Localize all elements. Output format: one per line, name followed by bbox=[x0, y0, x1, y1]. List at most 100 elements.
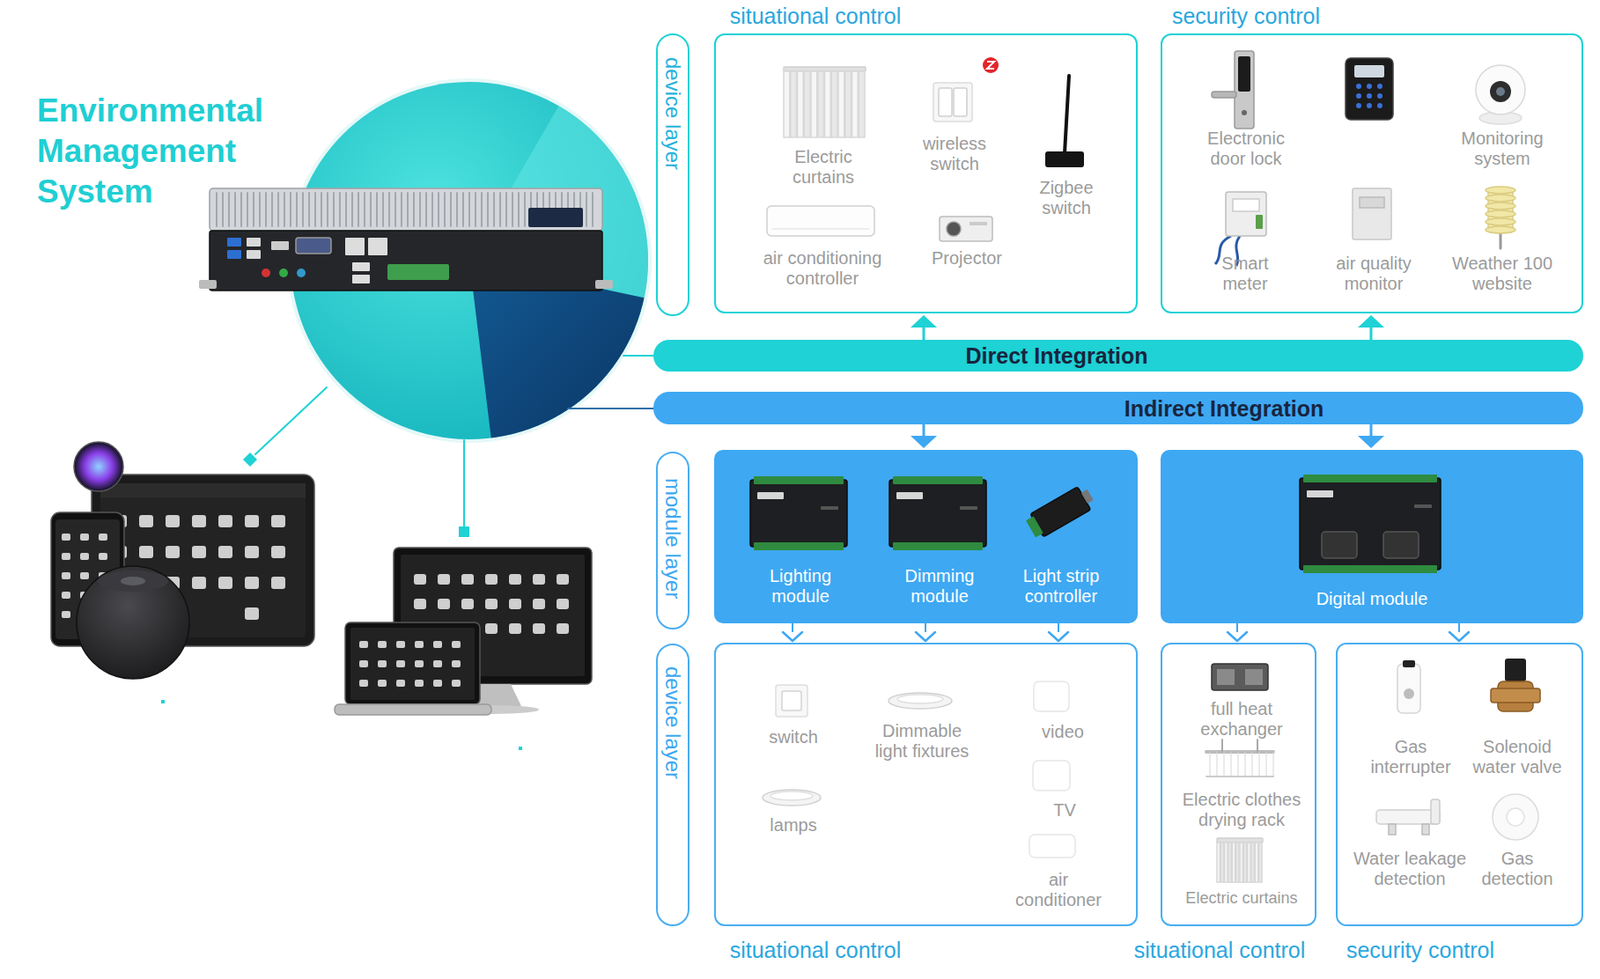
device-part bbox=[139, 515, 154, 528]
integration-band: Direct Integration bbox=[653, 339, 1584, 372]
device-label: lamps bbox=[749, 815, 838, 836]
device-part bbox=[451, 660, 461, 668]
layer-pill: device layer bbox=[656, 33, 690, 317]
device-part bbox=[818, 71, 825, 138]
device-part bbox=[1354, 65, 1385, 78]
device-part bbox=[825, 71, 832, 138]
device-label: Projector bbox=[909, 248, 1025, 269]
device-part bbox=[1216, 842, 1220, 883]
device-label: air quality monitor bbox=[1312, 253, 1436, 295]
text-slot: Electronic door lock bbox=[1188, 128, 1304, 170]
device-line bbox=[1064, 75, 1070, 154]
arrow-head bbox=[1357, 435, 1385, 449]
text-slot: air conditioning controller bbox=[747, 248, 898, 289]
device-part bbox=[1239, 842, 1243, 883]
device-icons bbox=[714, 33, 1138, 314]
device-line bbox=[246, 192, 249, 227]
text-slot: Monitoring system bbox=[1445, 128, 1560, 170]
device-part bbox=[209, 188, 603, 231]
text-slot: Weather 100 website bbox=[1440, 253, 1564, 295]
device-line bbox=[456, 192, 458, 227]
device-label: Smart meter bbox=[1205, 253, 1285, 295]
device-label: Dimmable light fixtures bbox=[867, 721, 978, 762]
device-part bbox=[953, 88, 967, 117]
device-part bbox=[892, 476, 983, 485]
text-slot: Direct Integration bbox=[965, 343, 1149, 369]
text-slot: video bbox=[1018, 722, 1107, 743]
device-label: Weather 100 website bbox=[1440, 253, 1564, 295]
device-line bbox=[308, 192, 310, 227]
device-part bbox=[753, 542, 844, 551]
device-part bbox=[766, 206, 875, 236]
device-part bbox=[1377, 103, 1383, 109]
device-part bbox=[191, 545, 207, 559]
device-part bbox=[1366, 93, 1372, 99]
connector-arrow bbox=[1048, 623, 1069, 642]
text-slot: switch bbox=[749, 727, 838, 748]
device-part bbox=[1356, 103, 1362, 109]
text-slot: Solenoid water valve bbox=[1464, 737, 1571, 778]
device-part bbox=[1356, 93, 1362, 99]
device-part bbox=[1232, 199, 1260, 212]
device-part bbox=[485, 623, 498, 635]
device-part bbox=[451, 641, 461, 649]
device-part bbox=[271, 576, 286, 590]
device-part bbox=[377, 679, 387, 687]
device-part bbox=[377, 641, 387, 649]
device-part bbox=[1234, 51, 1254, 129]
device-part bbox=[757, 492, 784, 500]
device-part bbox=[120, 576, 146, 586]
connector-line bbox=[1236, 623, 1239, 633]
arrow-chevron bbox=[1048, 632, 1069, 642]
connector-arrow bbox=[1357, 424, 1385, 449]
device-part bbox=[845, 71, 852, 138]
device-label: Electric curtains bbox=[1166, 889, 1317, 908]
device-part bbox=[1045, 151, 1084, 168]
text-slot: security control bbox=[1113, 3, 1379, 30]
device-part bbox=[246, 237, 261, 247]
device-label: air conditioner bbox=[1010, 870, 1107, 911]
device-line bbox=[517, 192, 520, 227]
device-part bbox=[359, 679, 369, 687]
arrow-head bbox=[1357, 315, 1385, 328]
device-part bbox=[1216, 669, 1235, 686]
device-part bbox=[781, 691, 802, 711]
device-part bbox=[1303, 474, 1438, 483]
device-line bbox=[1216, 752, 1218, 777]
arrow-chevron bbox=[1449, 632, 1469, 642]
text-slot: module layer bbox=[660, 478, 686, 599]
device-part bbox=[359, 641, 369, 649]
device-part bbox=[76, 566, 190, 679]
device-label: TV bbox=[1029, 800, 1100, 821]
device-label: Electric curtains bbox=[770, 147, 877, 188]
device-part bbox=[461, 574, 474, 585]
device-part bbox=[1254, 842, 1258, 883]
text-slot: situational control bbox=[683, 937, 948, 964]
device-part bbox=[1489, 81, 1512, 103]
device-part bbox=[433, 641, 443, 649]
device-part bbox=[218, 545, 233, 559]
arrow-chevron bbox=[915, 632, 936, 642]
device-part bbox=[271, 515, 286, 528]
device-line bbox=[252, 192, 255, 227]
device-line bbox=[400, 192, 403, 227]
page-title: Environmental Management System bbox=[36, 90, 288, 213]
device-panel: situational controlElectric curtainswire… bbox=[714, 33, 1138, 314]
device-part bbox=[413, 598, 427, 610]
text-slot: Projector bbox=[909, 248, 1025, 269]
device-line bbox=[295, 192, 298, 227]
device-line bbox=[425, 192, 428, 227]
device-part bbox=[437, 574, 450, 585]
device-part bbox=[1211, 663, 1269, 691]
layer-label: device layer bbox=[660, 666, 686, 780]
device-line bbox=[1259, 752, 1261, 777]
device-part bbox=[80, 572, 89, 580]
device-line bbox=[339, 192, 341, 227]
text-slot: Gas detection bbox=[1473, 848, 1562, 890]
device-part bbox=[892, 542, 983, 551]
device-part bbox=[762, 789, 821, 806]
device-line bbox=[302, 192, 304, 227]
device-line bbox=[289, 192, 292, 227]
connector-arrow bbox=[915, 623, 936, 642]
device-line bbox=[326, 192, 329, 227]
